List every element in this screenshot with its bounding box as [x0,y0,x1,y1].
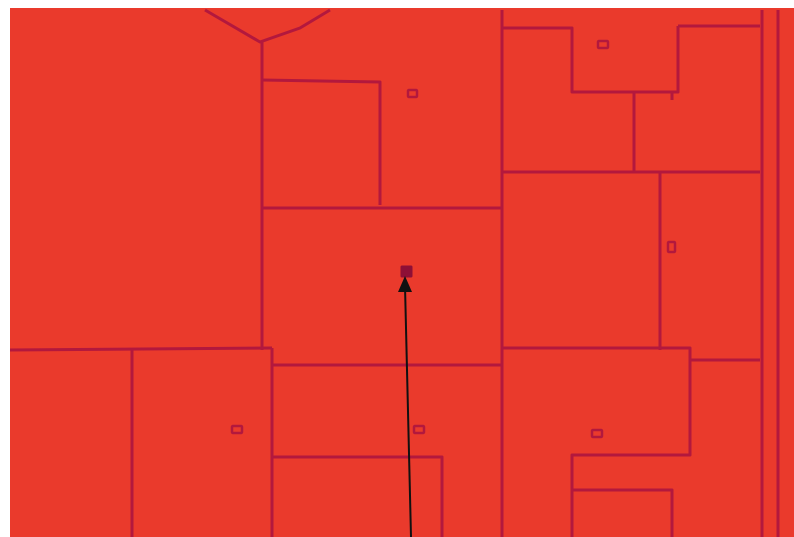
parcel-boundary [272,455,444,537]
pointer-arrow [398,276,412,537]
parcel-centroid-icon[interactable] [666,240,677,254]
parcel-centroid-icon[interactable] [230,424,244,435]
parcel-centroid-icon[interactable] [596,39,610,50]
parcel-boundary [9,346,273,352]
parcel-centroid-icon[interactable] [590,428,604,439]
parcel-centroid-icon[interactable] [406,88,419,99]
parcel-boundary [502,26,674,100]
parcel-boundary [261,78,382,205]
parcel-boundary [634,26,680,94]
parcel-boundaries [9,8,780,537]
parcel-markers [230,39,677,439]
arrow-shaft [404,285,412,537]
parcel-centroid-icon[interactable] [412,424,426,435]
parcel-boundary [502,346,692,537]
arrow-up-icon [398,276,412,292]
parcel-boundary [572,488,674,537]
highlighted-parcel-marker[interactable] [400,265,413,278]
parcel-boundary [204,8,331,44]
